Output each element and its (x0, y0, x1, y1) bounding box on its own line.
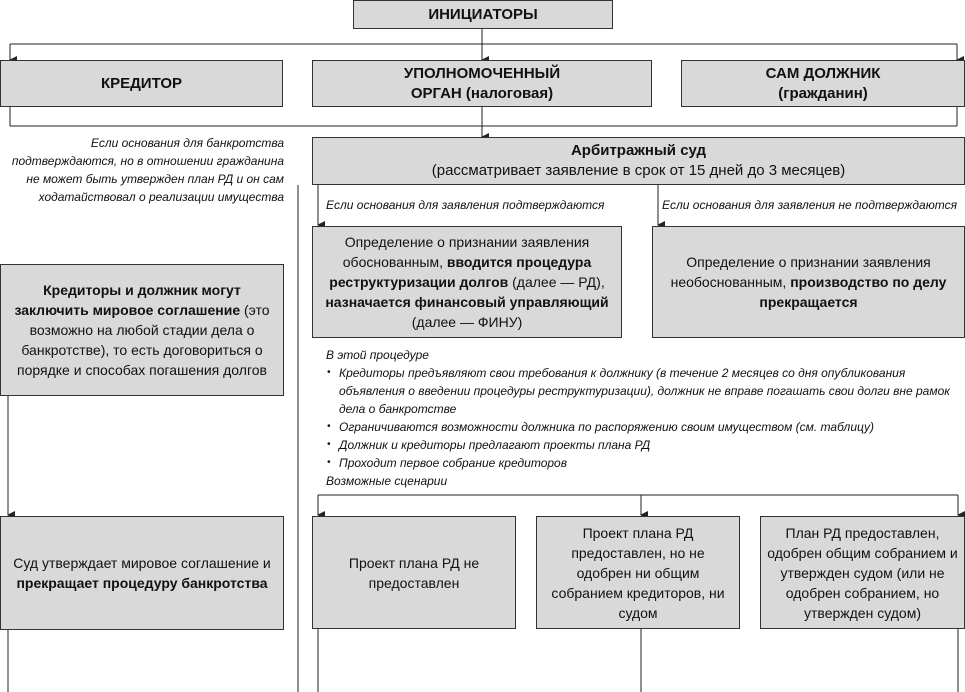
debtor-line1: САМ ДОЛЖНИК (765, 64, 881, 82)
procedure-heading: В этой процедуре (326, 348, 429, 362)
scenario-box-1: Проект плана РД не предоставлен (312, 516, 516, 629)
authorized-body-box: УПОЛНОМОЧЕННЫЙ ОРГАН (налоговая) (312, 60, 652, 107)
terminated-p2: производство по делу прекращается (759, 274, 947, 310)
procedure-item: Должник и кредиторы предлагают проекты п… (326, 436, 954, 454)
restructuring-text: Определение о признании заявления обосно… (319, 232, 615, 332)
scenario-text-3: План РД предоставлен, одобрен общим собр… (767, 524, 958, 621)
scenario-text-1: Проект плана РД не предоставлен (348, 554, 480, 591)
court-title: Арбитражный суд (570, 142, 707, 159)
left-note: Если основания для банкротства подтвержд… (11, 136, 284, 204)
initiators-label: ИНИЦИАТОРЫ (428, 5, 538, 23)
terminated-text: Определение о признании заявления необос… (661, 252, 956, 312)
court-approves-text: Суд утверждает мировое соглашение и прек… (11, 553, 273, 593)
restructuring-p4: назначается финансовый управляющий (325, 294, 609, 310)
authorized-line1: УПОЛНОМОЧЕННЫЙ (403, 64, 561, 82)
procedure-notes: В этой процедуре Кредиторы предъявляют с… (326, 346, 954, 490)
restructuring-p5: (далее — ФИНУ) (411, 314, 523, 330)
court-approves-box: Суд утверждает мировое соглашение и прек… (0, 516, 284, 630)
branch-no-label: Если основания для заявления не подтверж… (662, 198, 958, 212)
branch-yes-label: Если основания для заявления подтверждаю… (326, 198, 605, 212)
court-subtitle: (рассматривает заявление в срок от 15 дн… (431, 162, 846, 179)
procedure-item: Кредиторы предъявляют свои требования к … (326, 364, 954, 418)
arbitration-court-box: Арбитражный суд (рассматривает заявление… (312, 137, 965, 185)
restructuring-p2: вводится процедура реструктуризации долг… (329, 254, 592, 290)
authorized-line2-rest: (налоговая) (461, 84, 554, 102)
terminated-box: Определение о признании заявления необос… (652, 226, 965, 338)
court-approves-p1: Суд утверждает мировое соглашение и (13, 555, 271, 571)
creditor-label: КРЕДИТОР (100, 74, 183, 92)
scenario-text-2: Проект плана РД предоставлен, но не одоб… (551, 524, 725, 621)
scenario-box-3: План РД предоставлен, одобрен общим собр… (760, 516, 965, 629)
terminated-p1: Определение о признании заявления необос… (670, 254, 931, 290)
restructuring-p1: Определение о признании заявления обосно… (342, 234, 590, 270)
scenario-box-2: Проект плана РД предоставлен, но не одоб… (536, 516, 740, 629)
procedure-list: Кредиторы предъявляют свои требования к … (326, 364, 954, 472)
procedure-item: Ограничиваются возможности должника по р… (326, 418, 954, 436)
settlement-p1: Кредиторы и должник могут заключить миро… (14, 282, 241, 318)
settlement-p2: (это возможно на любой стадии дела о бан… (17, 302, 270, 378)
authorized-line2-bold: ОРГАН (410, 84, 462, 102)
settlement-box: Кредиторы и должник могут заключить миро… (0, 264, 284, 396)
initiators-box: ИНИЦИАТОРЫ (353, 0, 613, 29)
court-approves-p2: прекращает процедуру банкротства (16, 575, 268, 591)
debtor-line2: (гражданин) (778, 84, 868, 102)
scenarios-heading: Возможные сценарии (326, 474, 448, 488)
restructuring-box: Определение о признании заявления обосно… (312, 226, 622, 338)
procedure-item: Проходит первое собрание кредиторов (326, 454, 954, 472)
creditor-box: КРЕДИТОР (0, 60, 283, 107)
settlement-text: Кредиторы и должник могут заключить миро… (11, 280, 273, 380)
restructuring-p3: (далее — РД), (508, 274, 605, 290)
debtor-box: САМ ДОЛЖНИК (гражданин) (681, 60, 965, 107)
authorized-line2: ОРГАН (налоговая) (411, 84, 553, 104)
